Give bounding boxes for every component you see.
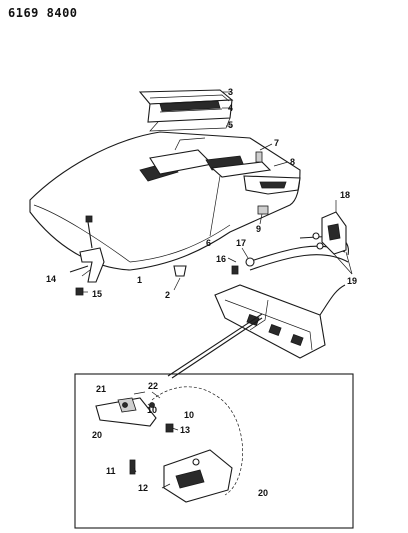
hood-bracket bbox=[210, 151, 301, 215]
callout-16: 16 bbox=[216, 254, 226, 264]
callout-12: 12 bbox=[138, 483, 148, 493]
callout-15: 15 bbox=[92, 289, 102, 299]
callout-leaders bbox=[81, 91, 353, 489]
callout-22: 22 bbox=[148, 381, 158, 391]
callout-20a: 20 bbox=[92, 430, 102, 440]
callout-9: 9 bbox=[256, 224, 261, 234]
callout-5: 5 bbox=[228, 120, 233, 130]
callout-10b: 10 bbox=[184, 410, 194, 420]
hood-latch bbox=[312, 211, 347, 255]
callout-7: 7 bbox=[274, 138, 279, 148]
callout-14: 14 bbox=[46, 274, 56, 284]
hood-scoop bbox=[138, 89, 234, 132]
callout-6: 6 bbox=[206, 238, 211, 248]
callout-2: 2 bbox=[165, 290, 170, 300]
callout-13: 13 bbox=[180, 425, 190, 435]
callout-17: 17 bbox=[236, 238, 246, 248]
callout-19: 19 bbox=[347, 276, 357, 286]
detail-inset bbox=[74, 373, 354, 529]
callout-3: 3 bbox=[228, 87, 233, 97]
callout-11: 11 bbox=[106, 466, 116, 476]
callout-10a: 10 bbox=[147, 405, 157, 415]
callout-18: 18 bbox=[340, 190, 350, 200]
callout-8: 8 bbox=[290, 157, 295, 167]
callout-20b: 20 bbox=[258, 488, 268, 498]
hood-bumpers bbox=[173, 257, 255, 277]
callout-4: 4 bbox=[228, 103, 233, 113]
diagram-code: 6169 8400 bbox=[8, 6, 78, 20]
callout-21: 21 bbox=[96, 384, 106, 394]
hood-hinge bbox=[69, 215, 105, 296]
front-end-structure bbox=[214, 235, 349, 359]
callout-1: 1 bbox=[137, 275, 142, 285]
